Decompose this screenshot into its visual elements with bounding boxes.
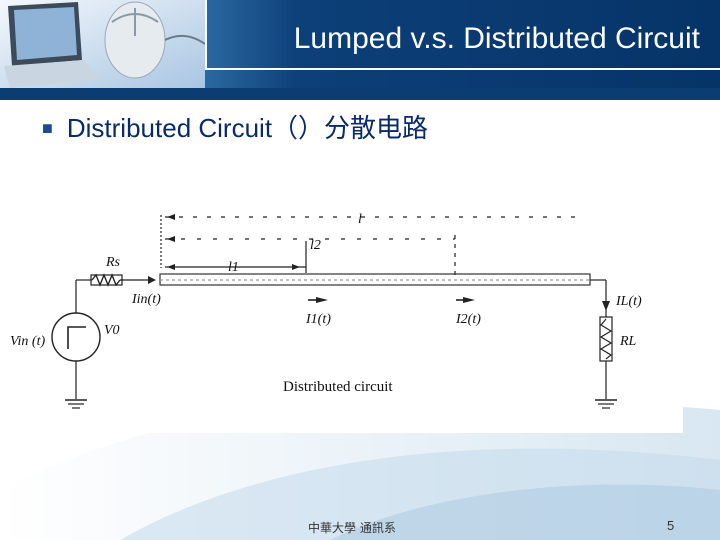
label-iin: Iin(t) — [131, 292, 161, 307]
footer-organization: 中華大學 通訊系 — [308, 521, 396, 535]
label-i2: I2(t) — [455, 312, 481, 327]
label-v0: V0 — [104, 323, 120, 338]
bullet-item: ■ Distributed Circuit（）分散电路 — [42, 108, 428, 145]
label-l: l — [358, 213, 362, 227]
page-number: 5 — [667, 518, 675, 533]
bullet-cjk-text: （）分散电路 — [272, 114, 429, 144]
circuit-svg: l l2 l1 Rs Iin(t) Vin (t) V0 I1(t) I2(t)… — [10, 212, 642, 409]
slide-title: Lumped v.s. Distributed Circuit — [293, 22, 700, 55]
label-il: IL(t) — [615, 294, 642, 309]
label-l2: l2 — [310, 238, 321, 253]
label-i1: I1(t) — [305, 312, 331, 327]
distributed-circuit-diagram: l l2 l1 Rs Iin(t) Vin (t) V0 I1(t) I2(t)… — [10, 212, 683, 433]
header-band — [0, 88, 720, 100]
label-l1: l1 — [228, 260, 239, 275]
label-rl: RL — [619, 334, 637, 349]
laptop-mouse-photo — [0, 0, 205, 88]
slide-header: Lumped v.s. Distributed Circuit — [0, 0, 720, 100]
label-rs: Rs — [105, 255, 121, 270]
label-vin: Vin (t) — [10, 334, 45, 349]
diagram-caption: Distributed circuit — [283, 379, 393, 395]
bullet-text: Distributed Circuit — [66, 113, 273, 143]
square-bullet-icon: ■ — [42, 118, 53, 138]
title-frame — [205, 0, 720, 70]
